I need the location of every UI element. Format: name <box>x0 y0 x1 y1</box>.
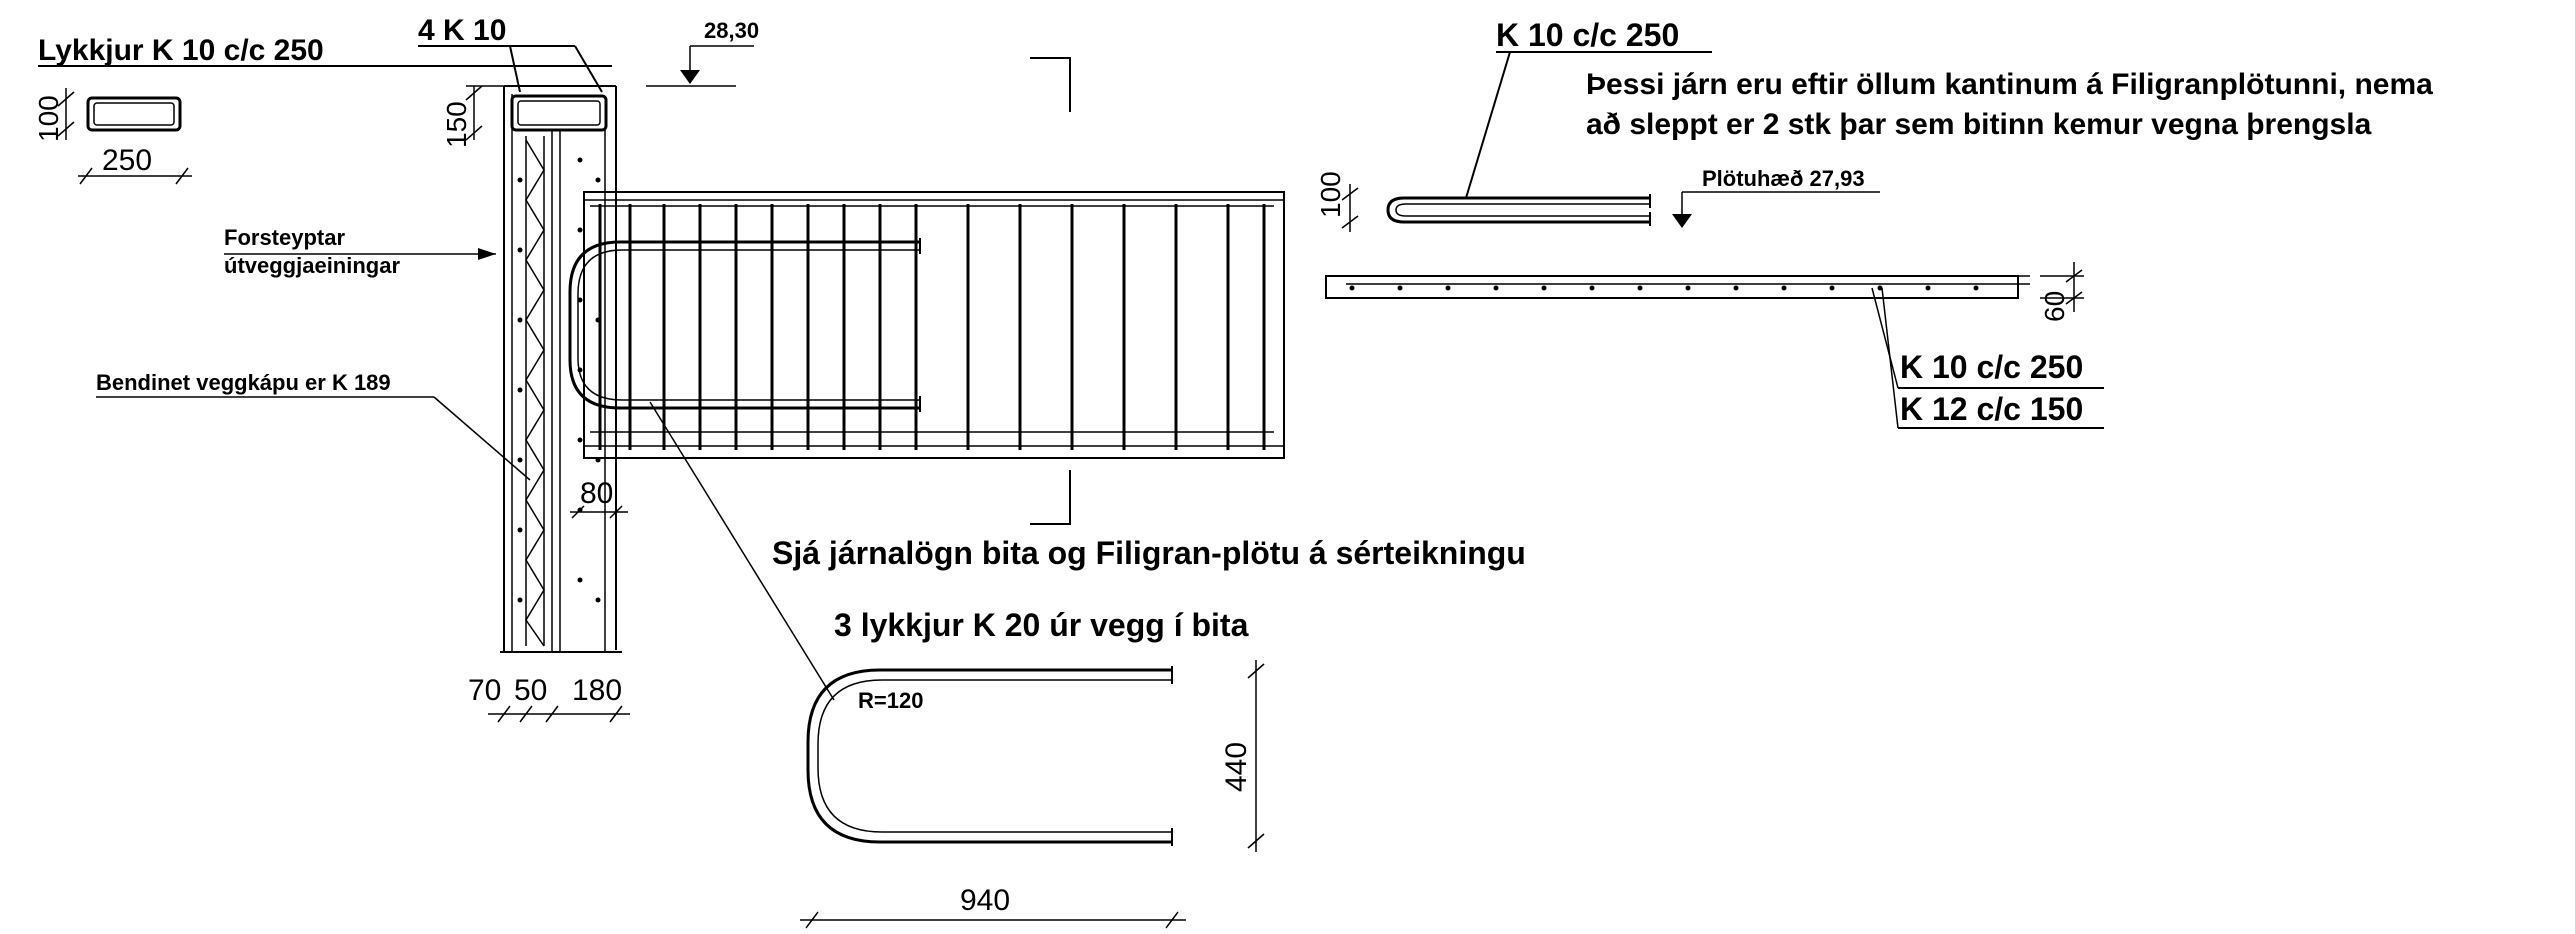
label-forsteyptar: Forsteyptar <box>224 225 345 250</box>
stirrup-rect-inner <box>93 102 175 126</box>
dim-150: 150 <box>441 101 472 148</box>
label-4-k10: 4 K 10 <box>418 14 506 47</box>
dim-250: 250 <box>102 144 152 177</box>
dim-940: 940 <box>960 884 1010 917</box>
stirrup-detail: Lykkjur K 10 c/c 250 100 250 <box>33 34 612 185</box>
note-sja-jarnalogn: Sjá járnalögn bita og Filigran-plötu á s… <box>772 535 1526 571</box>
note-line-2: að sleppt er 2 stk þar sem bitinn kemur … <box>1586 108 2372 141</box>
u-bar-outer <box>568 240 920 410</box>
slab-outline <box>1325 275 2019 299</box>
label-plotuhaed: Plötuhæð 27,93 <box>1702 166 1865 191</box>
section-mark-top <box>1030 57 1071 112</box>
dim-50: 50 <box>514 674 547 707</box>
section-mark-bottom <box>1030 470 1071 525</box>
wall-labels: Forsteyptar útveggjaeiningar Bendinet ve… <box>96 225 531 481</box>
dim-180: 180 <box>572 674 622 707</box>
beam-outline <box>583 191 1285 459</box>
slab-rebar-dots <box>1349 285 1979 291</box>
label-utveggjaeiningar: útveggjaeiningar <box>224 253 400 278</box>
dim-70: 70 <box>468 674 501 707</box>
label-level-2830: 28,30 <box>704 18 759 43</box>
hairpin-bar <box>1386 196 1650 224</box>
label-radius: R=120 <box>858 688 923 713</box>
u-bar-inner <box>577 249 920 401</box>
wall-element: 4 K 10 <box>418 14 630 723</box>
beam <box>568 191 1285 701</box>
loop-detail-k20: R=120 440 940 <box>800 660 1265 929</box>
note-three-lykkjur: 3 lykkjur K 20 úr vegg í bita <box>834 607 1249 643</box>
stirrup-rect <box>86 96 182 132</box>
loop-bar-inner <box>817 679 1172 833</box>
label-lykkjur-k10: Lykkjur K 10 c/c 250 <box>38 34 324 67</box>
dim-80: 80 <box>580 477 613 510</box>
dim-100-left: 100 <box>33 95 64 142</box>
dim-100-right: 100 <box>1315 171 1346 218</box>
label-k12-cc150: K 12 c/c 150 <box>1900 391 2083 427</box>
note-line-1: Þessi járn eru eftir öllum kantinum á Fi… <box>1586 68 2433 101</box>
edge-bar-detail: K 10 c/c 250 Þessi járn eru eftir öllum … <box>1315 17 2433 232</box>
lattice-zigzag <box>525 139 545 647</box>
label-bendinet: Bendinet veggkápu er K 189 <box>96 370 391 395</box>
label-k10-cc250-top: K 10 c/c 250 <box>1496 17 1679 53</box>
filigran-slab: 60 K 10 c/c 250 K 12 c/c 150 <box>1325 262 2104 429</box>
wall-rebar-dots <box>517 157 601 603</box>
dim-60: 60 <box>2039 291 2070 322</box>
level-mark-2830: 28,30 <box>646 18 1071 525</box>
loop-bar-outer <box>806 668 1172 844</box>
label-k10-cc250-low: K 10 c/c 250 <box>1900 349 2083 385</box>
dim-440: 440 <box>1220 742 1253 792</box>
